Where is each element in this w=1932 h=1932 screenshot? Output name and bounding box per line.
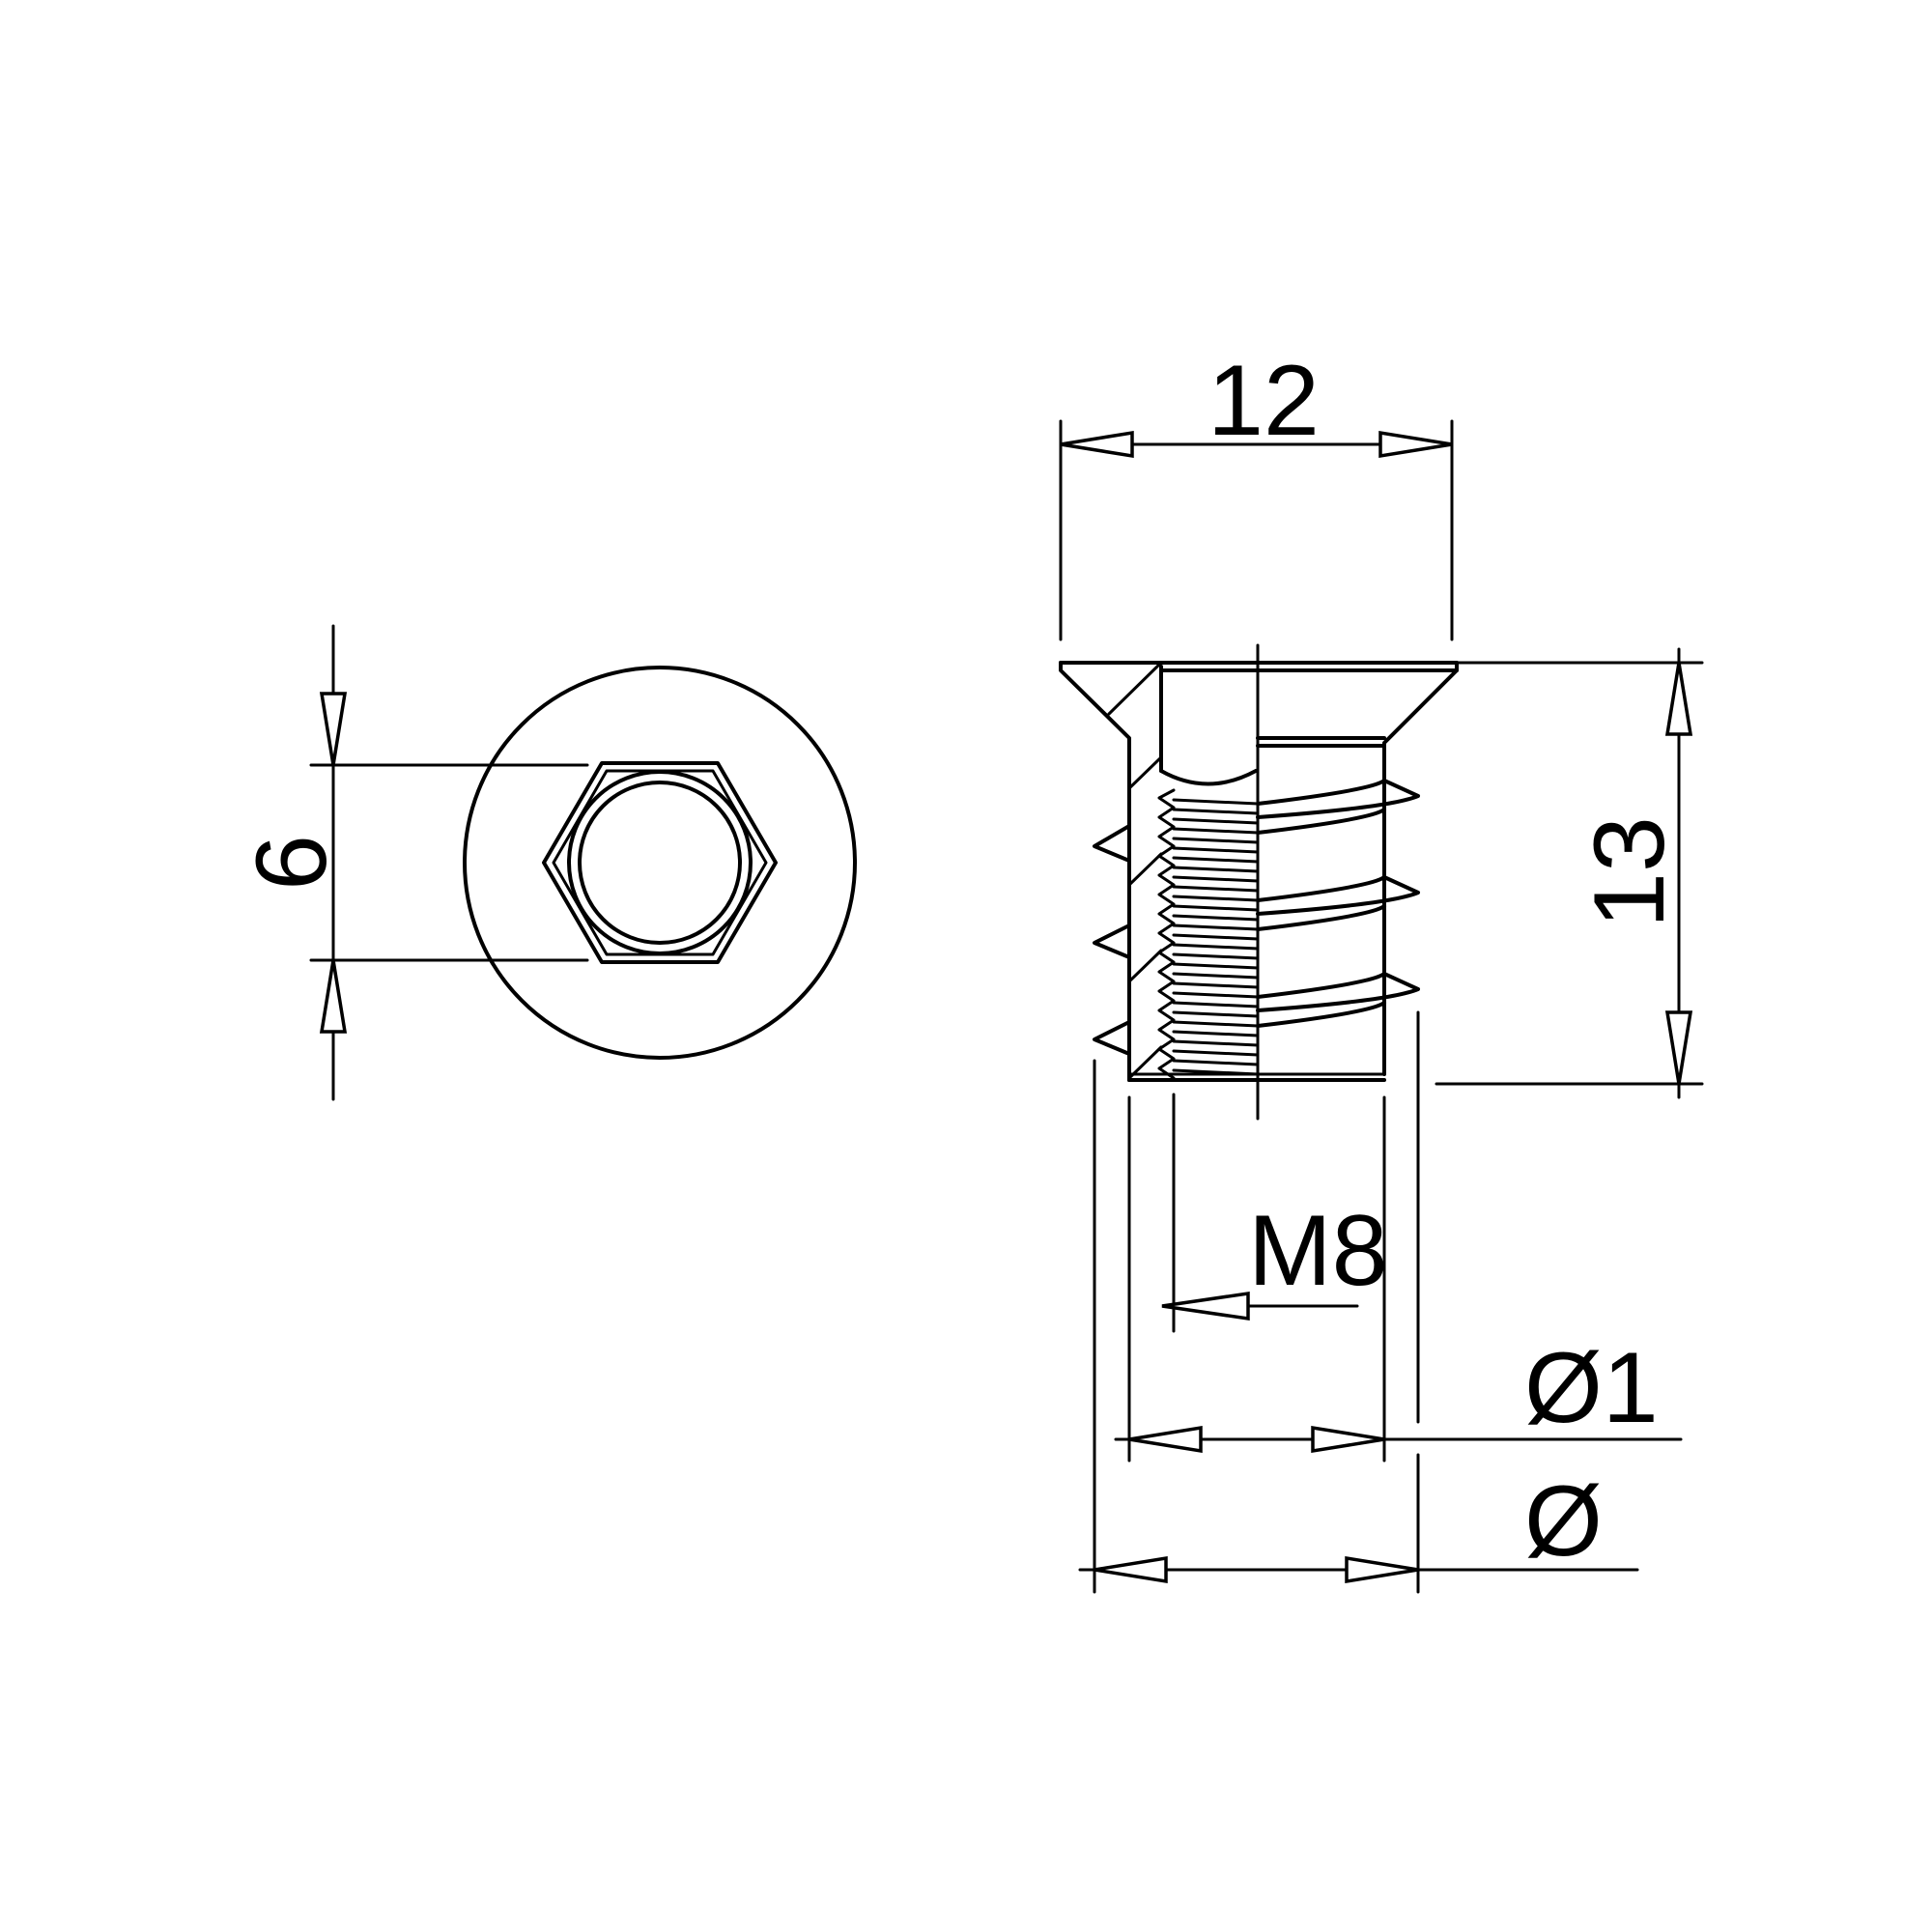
- arrow-right: [1345, 1555, 1419, 1584]
- thread-dimension: M8: [1161, 1093, 1387, 1333]
- outer-diameter-dimension: Ø: [1078, 1059, 1639, 1594]
- arrow-down: [1664, 1010, 1693, 1085]
- arrow-left: [1094, 1555, 1168, 1584]
- arrow-left: [1161, 1291, 1250, 1321]
- core-diameter-dimension: Ø1: [1114, 1010, 1683, 1463]
- internal-thread-lines: [1172, 798, 1260, 1076]
- thread-flank-3: [1127, 949, 1163, 983]
- countersink-inner-line: [1107, 661, 1163, 716]
- bore-circle-inner: [578, 781, 742, 945]
- thread-flank-1: [1127, 755, 1163, 790]
- core-diameter-label: Ø1: [1524, 1332, 1659, 1444]
- head-outline-circle: [463, 666, 857, 1060]
- countersink-left: [1059, 661, 1131, 1082]
- thread-label: M8: [1248, 1195, 1387, 1307]
- socket-cone: [1159, 769, 1258, 786]
- top-view: 6: [236, 624, 857, 1101]
- hex-size-dimension: 6: [236, 624, 589, 1101]
- arrow-right: [1378, 430, 1453, 459]
- hex-socket-outer: [542, 761, 778, 964]
- hex-socket-inner: [552, 769, 768, 956]
- side-view: 12 13 M8 Ø1: [1059, 345, 1704, 1594]
- head-diameter-dimension: 12: [1059, 345, 1454, 641]
- hex-size-label: 6: [236, 835, 348, 891]
- external-thread-right: [1256, 779, 1420, 1028]
- arrow-up: [1664, 662, 1693, 736]
- thread-flank-2: [1127, 852, 1163, 887]
- external-thread-left: [1093, 769, 1131, 1082]
- total-length-label: 13: [1574, 816, 1686, 928]
- arrow-down: [319, 692, 348, 766]
- countersink-right: [1382, 661, 1459, 1076]
- internal-thread-zigzag: [1157, 788, 1176, 1080]
- total-length-dimension: 13: [1370, 647, 1704, 1099]
- arrow-left: [1128, 1425, 1203, 1454]
- outer-diameter-label: Ø: [1524, 1465, 1603, 1577]
- bore-circle-outer: [567, 770, 753, 955]
- arrow-right: [1311, 1425, 1385, 1454]
- head-diameter-label: 12: [1208, 345, 1320, 457]
- arrow-up: [319, 959, 348, 1034]
- arrow-left: [1060, 430, 1134, 459]
